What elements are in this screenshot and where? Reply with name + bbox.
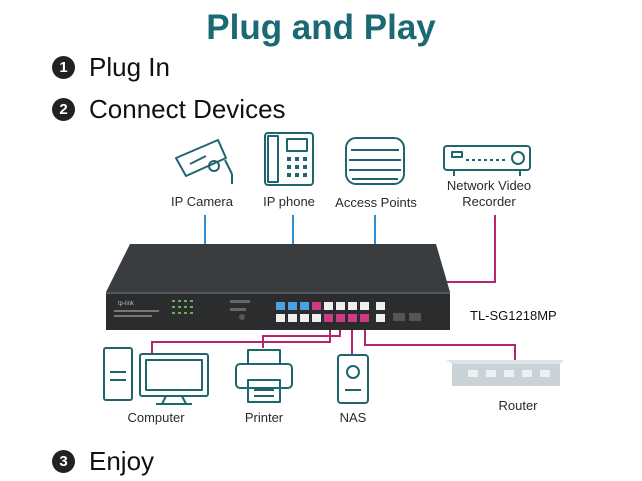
step-number-2: 2	[52, 98, 75, 121]
network-switch: tp-link	[106, 244, 450, 330]
computer-icon	[103, 347, 209, 405]
nas-label: NAS	[339, 410, 367, 425]
step-number-3: 3	[52, 450, 75, 473]
svg-text:tp-link: tp-link	[118, 301, 135, 307]
printer-label: Printer	[244, 410, 284, 425]
router-line	[364, 322, 516, 360]
ip-camera-icon	[175, 139, 233, 184]
nvr-icon	[443, 145, 531, 176]
access-point-icon	[345, 137, 405, 185]
router-label: Router	[498, 398, 538, 413]
step-plug-in: 1 Plug In	[52, 52, 170, 83]
step-connect-devices: 2 Connect Devices	[52, 94, 286, 125]
step-text-2: Connect Devices	[89, 94, 286, 124]
ip-camera-label: IP Camera	[171, 194, 233, 209]
router-icon	[446, 360, 564, 386]
ip-phone-label: IP phone	[263, 194, 315, 209]
switch-model-label: TL-SG1218MP	[470, 308, 557, 323]
computer-line	[151, 322, 331, 355]
switch-ports	[276, 302, 421, 322]
step-number-1: 1	[52, 56, 75, 79]
computer-label: Computer	[127, 410, 185, 425]
nvr-label-line-2: Recorder	[462, 194, 516, 209]
ip-phone-icon	[264, 132, 314, 186]
nvr-label-line-1: Network Video	[446, 178, 532, 193]
step-text-3: Enjoy	[89, 446, 155, 476]
page-title: Plug and Play	[206, 8, 436, 47]
step-text-1: Plug In	[89, 52, 170, 82]
nas-icon	[337, 354, 369, 404]
printer-icon	[235, 349, 293, 403]
step-enjoy: 3 Enjoy	[52, 446, 154, 477]
access-points-label: Access Points	[335, 195, 417, 210]
